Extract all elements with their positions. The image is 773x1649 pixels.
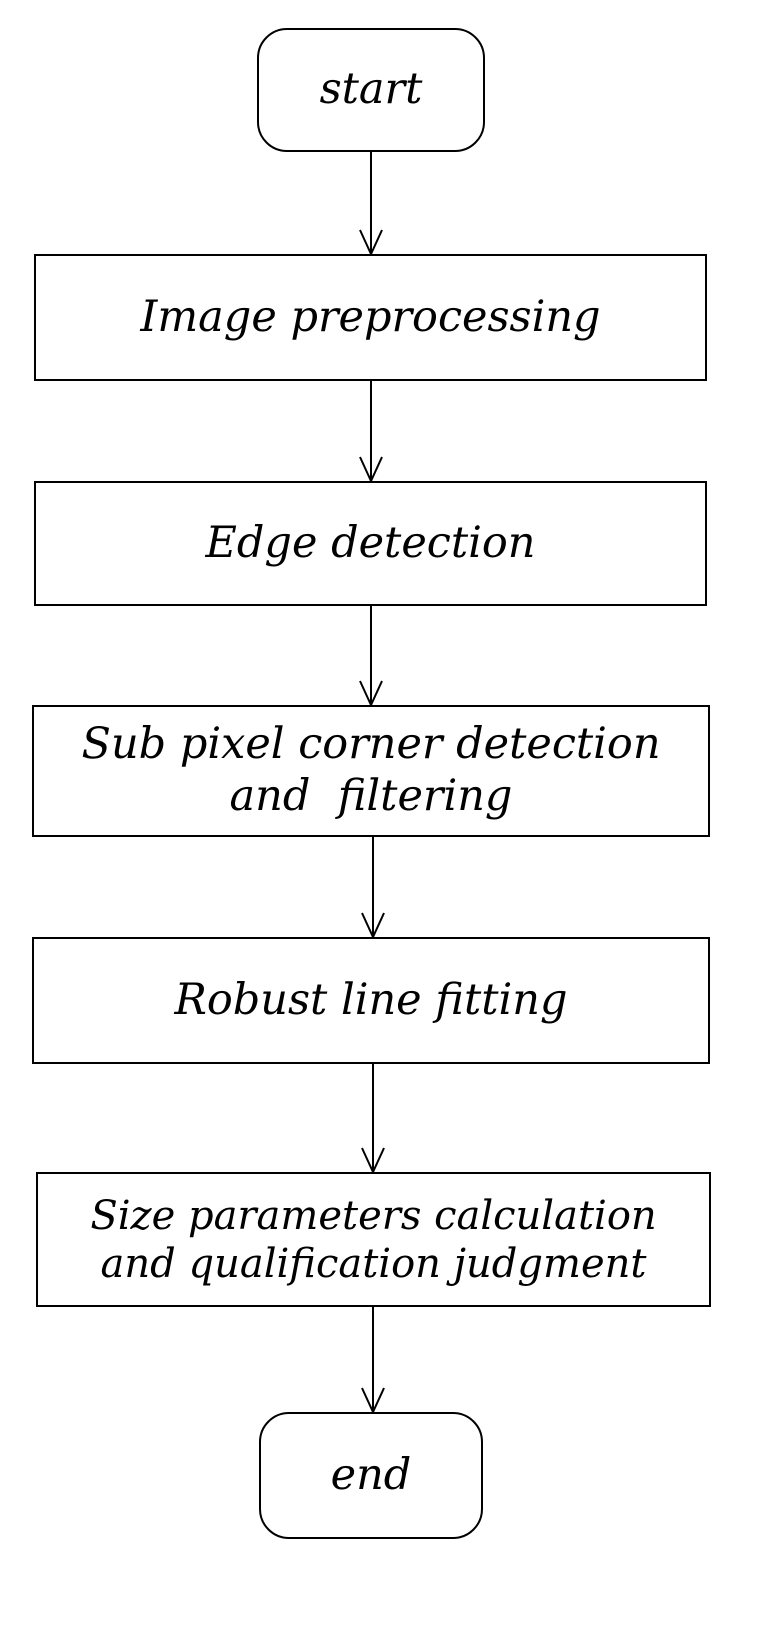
step-robust-line-fitting: Robust line fitting (32, 937, 710, 1064)
step-label: Edge detection (205, 517, 536, 568)
step-label-line-1: Sub pixel corner detection (81, 719, 661, 770)
step-corner-detection-filtering: Sub pixel corner detection and filtering (32, 705, 710, 837)
step-label-line-2: and qualification judgment (100, 1240, 647, 1287)
end-terminal: end (259, 1412, 483, 1539)
arrow-start-to-preprocessing (359, 152, 383, 257)
step-label: Image preprocessing (140, 291, 601, 342)
step-label-line-2: and filtering (229, 771, 513, 821)
step-image-preprocessing: Image preprocessing (34, 254, 707, 381)
step-size-calculation-judgment: Size parameters calculation and qualific… (36, 1172, 711, 1307)
arrow-line-fitting-to-size-calculation (361, 1064, 385, 1175)
step-label: Robust line fitting (174, 974, 568, 1025)
arrow-corner-detection-to-line-fitting (361, 837, 385, 940)
start-label: start (319, 64, 423, 115)
step-edge-detection: Edge detection (34, 481, 707, 606)
end-label: end (330, 1449, 412, 1500)
start-terminal: start (257, 28, 485, 152)
step-label-line-1: Size parameters calculation (90, 1192, 657, 1239)
arrow-size-calculation-to-end (361, 1307, 385, 1415)
arrow-preprocessing-to-edge-detection (359, 381, 383, 484)
arrow-edge-detection-to-corner-detection (359, 606, 383, 708)
